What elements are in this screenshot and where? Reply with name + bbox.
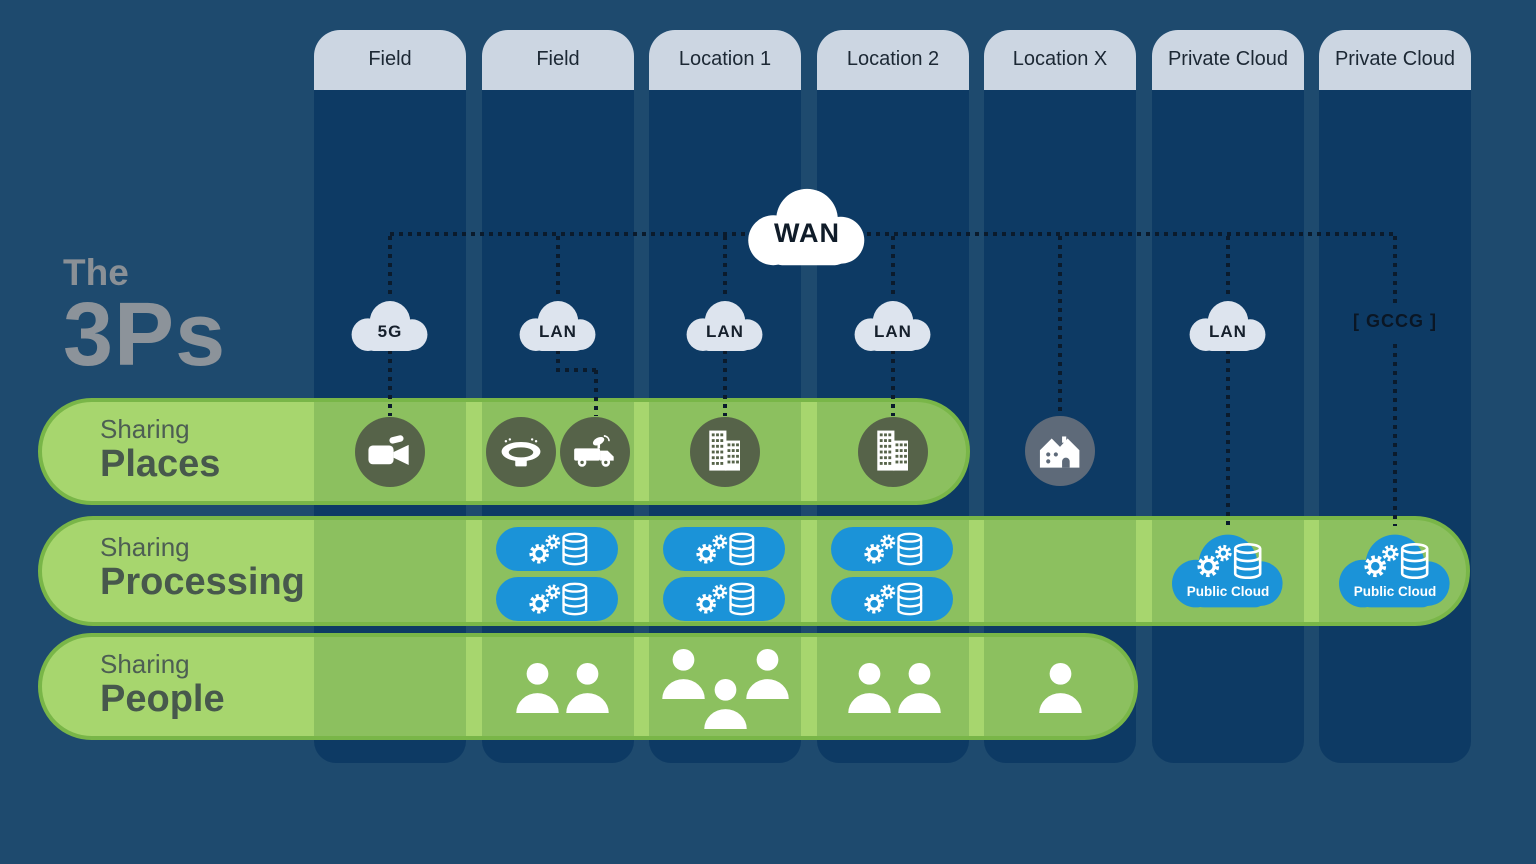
person-icon xyxy=(514,662,561,713)
compute-pill xyxy=(831,577,953,621)
column-header: Location 1 xyxy=(649,30,801,90)
network-label: LAN xyxy=(706,322,744,341)
person-icon xyxy=(660,648,707,699)
column-label: Field xyxy=(536,48,580,71)
public-cloud-label: Public Cloud xyxy=(1353,584,1437,599)
drop-line-location1 xyxy=(723,236,727,296)
gears-database-icon xyxy=(854,580,930,618)
person-icon xyxy=(846,662,893,713)
line-lan-to-building1 xyxy=(723,350,727,416)
network-cloud-lan-location1: LAN xyxy=(677,295,773,357)
gears-database-icon xyxy=(519,580,595,618)
column-label: Private Cloud xyxy=(1167,48,1289,71)
gears-database-icon xyxy=(1355,540,1435,582)
place-building-location2 xyxy=(858,417,928,487)
office-building-icon xyxy=(705,428,745,476)
person-icon xyxy=(896,662,943,713)
satellite-truck-icon xyxy=(572,434,618,470)
line-lan-down-field2 xyxy=(556,350,560,370)
gears-database-icon xyxy=(686,580,762,618)
title-3ps: 3Ps xyxy=(63,285,227,385)
stadium-icon xyxy=(498,434,544,470)
public-cloud-label: Public Cloud xyxy=(1186,584,1270,599)
compute-pill xyxy=(496,527,618,571)
column-label: Field xyxy=(368,48,412,71)
person-icon xyxy=(744,648,791,699)
band-label: Sharing People xyxy=(100,649,225,720)
place-satellite-truck xyxy=(560,417,630,487)
column-header: Field xyxy=(314,30,466,90)
column-label: Private Cloud xyxy=(1334,48,1456,71)
band-name: People xyxy=(100,678,225,720)
drop-line-locationx xyxy=(1058,236,1062,414)
public-cloud-2: Public Cloud xyxy=(1325,524,1465,618)
band-name: Processing xyxy=(100,561,305,603)
public-cloud-content: Public Cloud xyxy=(1325,524,1465,618)
network-cloud-5g: 5G xyxy=(342,295,438,357)
compute-pill xyxy=(663,527,785,571)
band-name: Places xyxy=(100,443,221,485)
band-sharing-people: Sharing People xyxy=(38,633,1138,740)
gccg-label: [ GCCG ] xyxy=(1353,311,1437,331)
place-house-locationx xyxy=(1025,416,1095,486)
gears-database-icon xyxy=(854,530,930,568)
band-label: Sharing Processing xyxy=(100,532,305,603)
wan-backbone-line xyxy=(390,232,1395,236)
drop-line-private2 xyxy=(1393,236,1397,308)
line-5g-to-camera xyxy=(388,350,392,416)
place-stadium xyxy=(486,417,556,487)
office-building-icon xyxy=(873,428,913,476)
public-cloud-content: Public Cloud xyxy=(1158,524,1298,618)
drop-line-field2 xyxy=(556,236,560,296)
house-icon xyxy=(1037,433,1083,469)
network-cloud-lan-field2: LAN xyxy=(510,295,606,357)
person-icon xyxy=(702,678,749,729)
compute-pill xyxy=(663,577,785,621)
person-icon xyxy=(564,662,611,713)
band-prefix: Sharing xyxy=(100,532,190,562)
line-gccg-to-publiccloud2 xyxy=(1393,344,1397,526)
gears-database-icon xyxy=(686,530,762,568)
line-lan-branch-field2 xyxy=(556,368,598,372)
network-cloud-lan-location2: LAN xyxy=(845,295,941,357)
band-prefix: Sharing xyxy=(100,414,190,444)
drop-line-field1 xyxy=(388,236,392,296)
band-label: Sharing Places xyxy=(100,414,220,485)
network-label: 5G xyxy=(377,322,403,341)
drop-line-private1 xyxy=(1226,236,1230,296)
column-header: Field xyxy=(482,30,634,90)
network-cloud-lan-private1: LAN xyxy=(1180,295,1276,357)
compute-pill xyxy=(831,527,953,571)
public-cloud-1: Public Cloud xyxy=(1158,524,1298,618)
network-label: LAN xyxy=(539,322,577,341)
network-label: LAN xyxy=(874,322,912,341)
video-camera-icon xyxy=(367,434,413,470)
line-lan-to-building2 xyxy=(891,350,895,416)
column-header: Private Cloud xyxy=(1152,30,1304,90)
line-branch-to-truck xyxy=(594,370,598,416)
gears-database-icon xyxy=(1188,540,1268,582)
column-label: Location X xyxy=(1012,48,1108,71)
column-header: Location 2 xyxy=(817,30,969,90)
band-prefix: Sharing xyxy=(100,649,190,679)
wan-label: WAN xyxy=(774,217,840,248)
person-icon xyxy=(1037,662,1084,713)
column-header: Location X xyxy=(984,30,1136,90)
place-video-camera xyxy=(355,417,425,487)
column-label: Location 2 xyxy=(846,48,940,71)
column-header: Private Cloud xyxy=(1319,30,1471,90)
drop-line-location2 xyxy=(891,236,895,296)
wan-cloud: WAN xyxy=(732,180,882,274)
gears-database-icon xyxy=(519,530,595,568)
diagram-title: The 3Ps xyxy=(63,252,227,385)
line-lan-to-publiccloud1 xyxy=(1226,350,1230,526)
column-label: Location 1 xyxy=(678,48,772,71)
compute-pill xyxy=(496,577,618,621)
place-building-location1 xyxy=(690,417,760,487)
network-label: LAN xyxy=(1209,322,1247,341)
title-the: The xyxy=(63,252,129,293)
